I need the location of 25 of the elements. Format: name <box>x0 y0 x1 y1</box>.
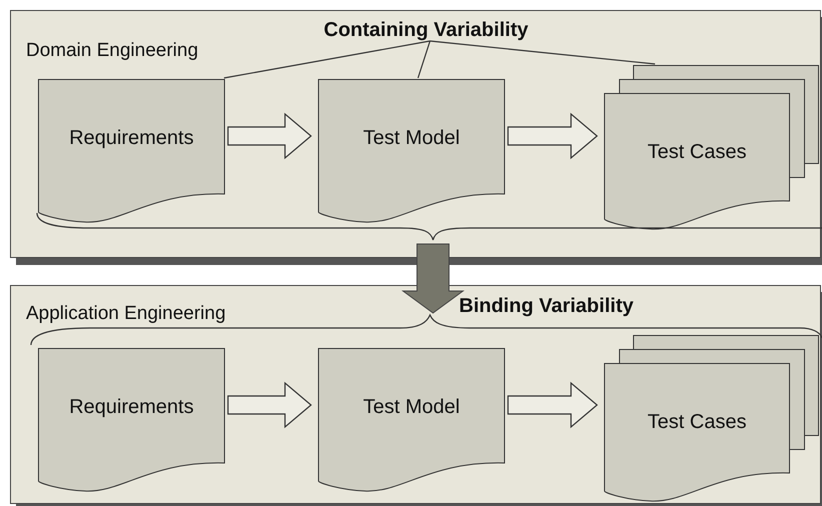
multi-document-shape <box>604 335 820 503</box>
document-shape <box>318 348 505 493</box>
process-panel <box>10 285 821 504</box>
document-label: Test Model <box>363 395 460 420</box>
block-arrow <box>507 382 598 428</box>
document-shape <box>38 348 225 493</box>
document-label: Requirements <box>69 395 194 420</box>
multi-document-shape <box>604 65 820 231</box>
leader-line <box>417 40 431 78</box>
leader-line <box>224 40 430 79</box>
document-label: Test Model <box>363 126 460 151</box>
block-arrow <box>401 244 465 314</box>
panel-title: Domain Engineering <box>26 39 198 63</box>
document-label: Test Cases <box>648 410 746 435</box>
document-label: Test Cases <box>648 140 746 165</box>
block-arrow <box>227 382 312 428</box>
panel-title: Application Engineering <box>26 302 226 326</box>
leader-line <box>430 40 656 65</box>
document-shape <box>38 79 225 224</box>
variability-title: Containing Variability <box>301 17 551 43</box>
document-shape <box>318 79 505 224</box>
block-arrow <box>507 112 598 160</box>
variability-title: Binding Variability <box>459 294 634 319</box>
block-arrow <box>227 112 312 160</box>
document-label: Requirements <box>69 126 194 151</box>
